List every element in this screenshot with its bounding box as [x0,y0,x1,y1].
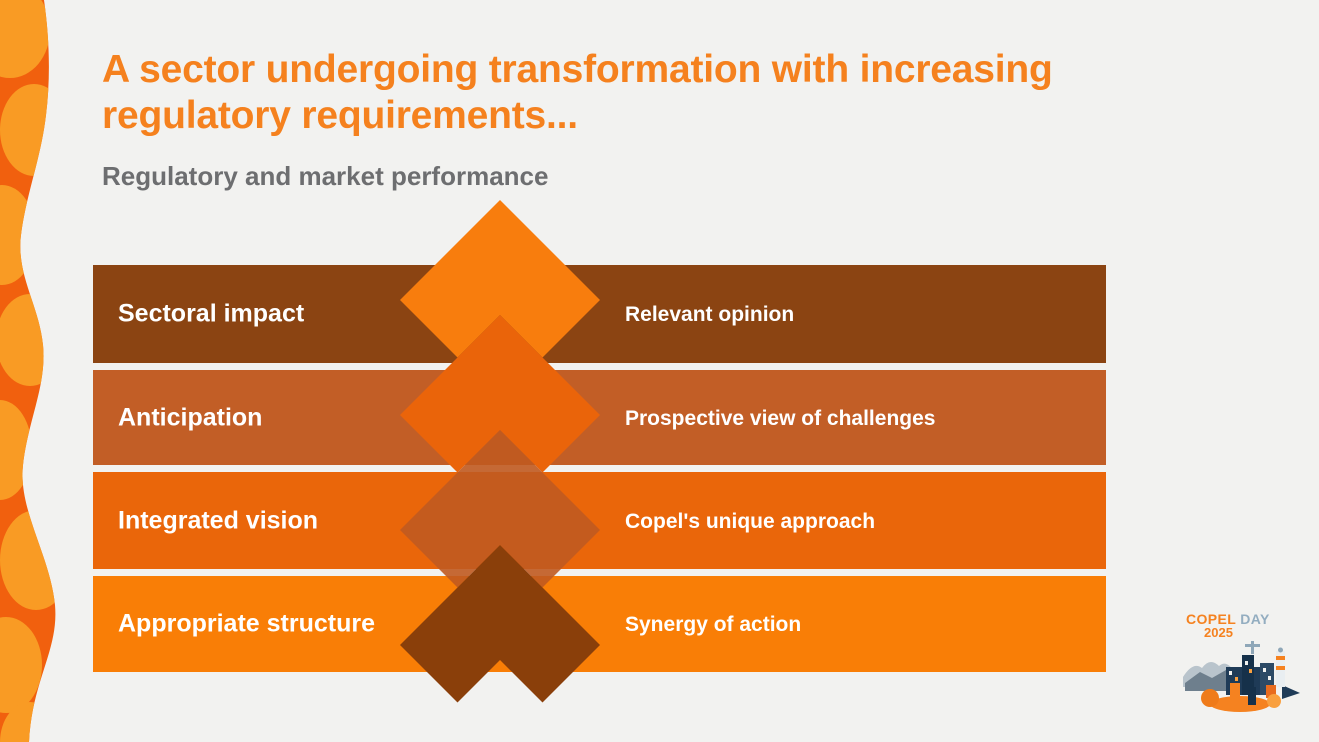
slide-subtitle: Regulatory and market performance [102,161,549,191]
page-title-line-1: A sector undergoing transformation with … [102,48,1053,91]
row-right-label: Prospective view of challenges [625,406,936,430]
row-right-label: Synergy of action [625,612,802,636]
ladder-row-integrated-vision: Integrated vision Copel's unique approac… [93,472,1106,569]
logo-brand-text: COPEL [1186,611,1237,627]
christ-statue-icon [1245,641,1260,654]
copel-day-logo: COPEL DAY 2025 [1182,611,1308,718]
row-right-label: Relevant opinion [625,302,795,326]
row-right-label: Copel's unique approach [625,509,876,533]
row-left-label: Appropriate structure [118,609,375,638]
slide-header: A sector undergoing transformation with … [102,47,1222,139]
logo-text-row: COPEL DAY [1182,611,1308,627]
row-left-label: Sectoral impact [118,299,305,328]
logo-event-text: DAY [1240,611,1270,627]
rio-skyline-illustration [1183,641,1300,712]
row-left-label: Integrated vision [118,506,319,534]
ladder-row-anticipation: Anticipation Prospective view of challen… [93,370,1106,465]
ladder-row-sectoral-impact: Sectoral impact Relevant opinion [93,265,1106,363]
page-title-line-2: regulatory requirements... [102,94,578,137]
regulatory-ladder: Sectoral impact Relevant opinion Anticip… [93,265,1106,672]
row-left-label: Anticipation [118,403,263,431]
ladder-row-appropriate-structure: Appropriate structure Synergy of action [93,576,1106,672]
logo-year-text: 2025 [1204,625,1233,640]
